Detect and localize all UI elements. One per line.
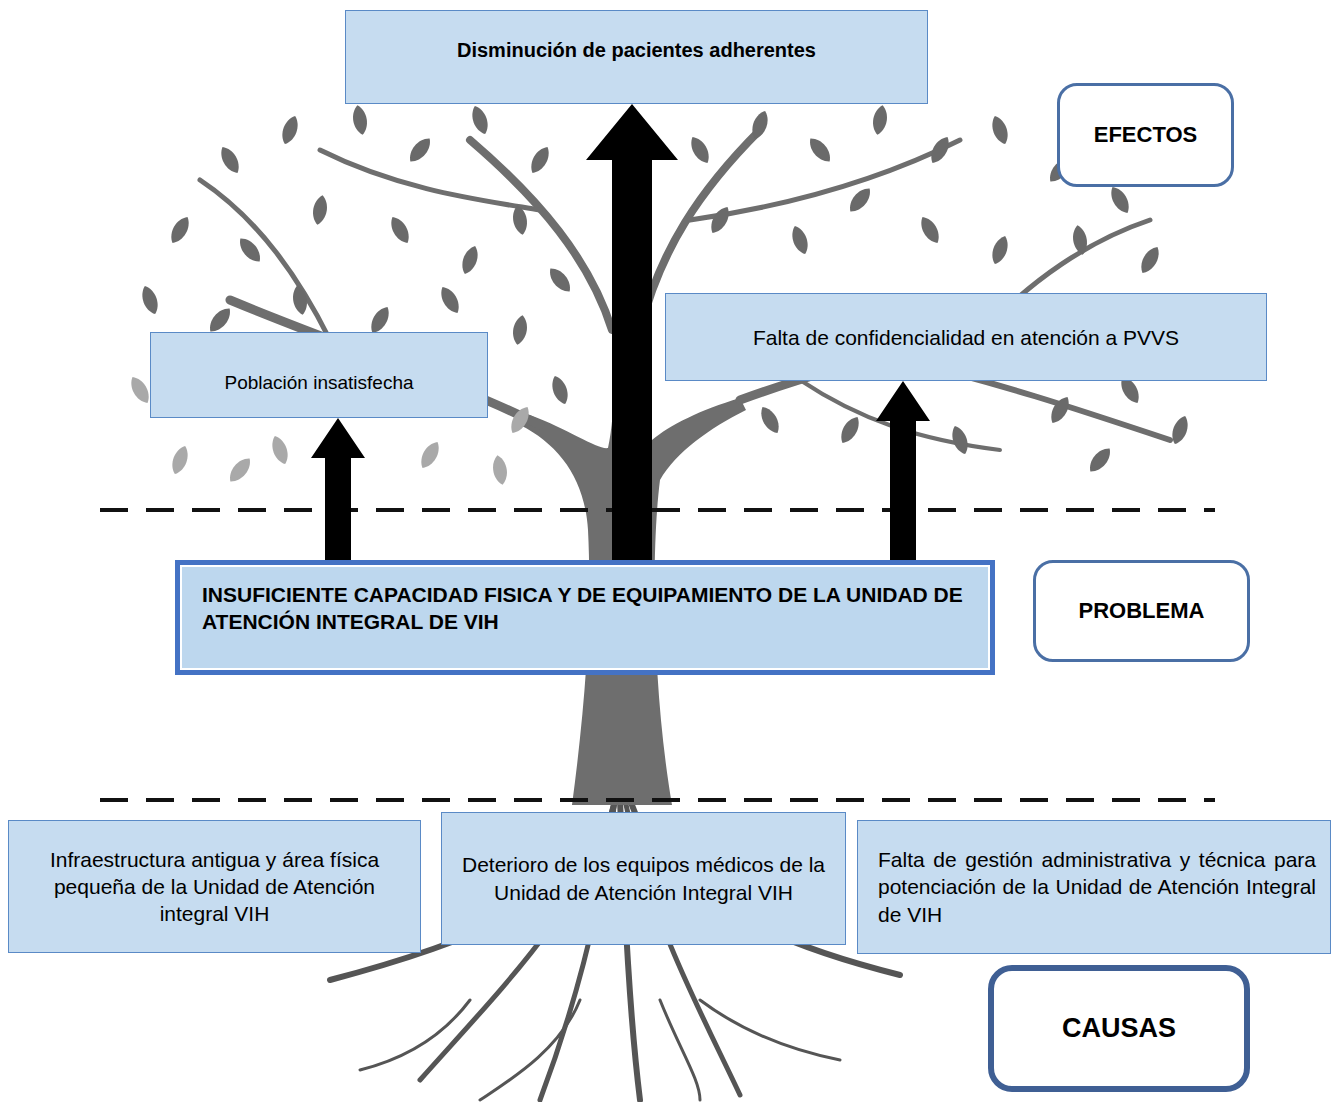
leaf (1169, 414, 1192, 447)
leaf (269, 434, 292, 467)
root (700, 1000, 840, 1060)
section-tag: CAUSAS (988, 965, 1250, 1092)
leaf (279, 114, 302, 147)
leaf (491, 454, 510, 486)
leaf (527, 144, 554, 177)
leaf (1137, 244, 1164, 277)
leaf (169, 444, 192, 477)
leaf (511, 314, 530, 346)
leaf (687, 134, 714, 167)
node-text: INSUFICIENTE CAPACIDAD FISICA Y DE EQUIP… (202, 581, 970, 636)
effect-box: Disminución de pacientes adherentes (345, 10, 928, 104)
leaf (927, 134, 954, 167)
root (480, 1000, 580, 1100)
leaf (757, 404, 784, 437)
branch (320, 150, 540, 210)
section-tag: EFECTOS (1057, 83, 1234, 187)
node-text: PROBLEMA (1044, 597, 1239, 626)
node-text: Población insatisfecha (163, 371, 475, 396)
leaf (167, 214, 194, 247)
leaf (837, 414, 864, 447)
root (360, 1000, 470, 1070)
leaf (805, 134, 835, 166)
leaf (417, 439, 444, 472)
leaf (949, 424, 972, 457)
node-text: Falta de gestión administrativa y técnic… (878, 846, 1316, 928)
section-tag: PROBLEMA (1033, 560, 1250, 662)
cause-effect-arrow (876, 381, 930, 560)
leaf (511, 204, 530, 236)
cause-box: Falta de gestión administrativa y técnic… (857, 820, 1331, 954)
branch (470, 140, 612, 330)
cause-box: Infraestructura antigua y área física pe… (8, 820, 421, 953)
leaf (1047, 394, 1074, 427)
effect-box: Falta de confidencialidad en atención a … (665, 293, 1267, 381)
leaf (405, 134, 435, 166)
leaf (225, 454, 255, 486)
node-text: Infraestructura antigua y área física pe… (23, 846, 406, 928)
leaf (549, 374, 572, 407)
leaf (545, 264, 575, 296)
leaf (989, 114, 1012, 147)
leaf (707, 204, 734, 237)
leaf (291, 284, 310, 316)
leaf (459, 244, 482, 277)
leaf (845, 184, 875, 216)
leaf (469, 104, 492, 137)
branch (200, 180, 330, 340)
leaf (917, 214, 944, 247)
leaf (789, 224, 812, 257)
leaf (1085, 444, 1115, 476)
leaf (989, 234, 1012, 267)
effect-box: Población insatisfecha (150, 332, 488, 418)
node-text: Disminución de pacientes adherentes (362, 37, 911, 63)
separator-line (100, 798, 1215, 802)
cause-effect-arrow (311, 418, 365, 560)
leaf (1107, 184, 1134, 217)
leaf (351, 104, 370, 136)
leaf (1071, 224, 1090, 256)
leaf (871, 104, 890, 136)
problem-box: INSUFICIENTE CAPACIDAD FISICA Y DE EQUIP… (175, 560, 995, 675)
leaf (139, 284, 162, 317)
cause-box: Deterioro de los equipos médicos de la U… (441, 812, 846, 945)
leaf (437, 284, 464, 317)
node-text: Falta de confidencialidad en atención a … (682, 324, 1250, 351)
node-text: CAUSAS (1002, 1011, 1236, 1046)
leaf (217, 144, 244, 177)
separator-line (100, 508, 1215, 512)
root (660, 1000, 700, 1100)
leaf (311, 194, 330, 226)
node-text: Deterioro de los equipos médicos de la U… (456, 851, 831, 906)
leaf (749, 109, 772, 142)
node-text: EFECTOS (1068, 121, 1223, 150)
leaf (387, 214, 414, 247)
leaf (507, 404, 534, 437)
leaf (235, 234, 265, 266)
